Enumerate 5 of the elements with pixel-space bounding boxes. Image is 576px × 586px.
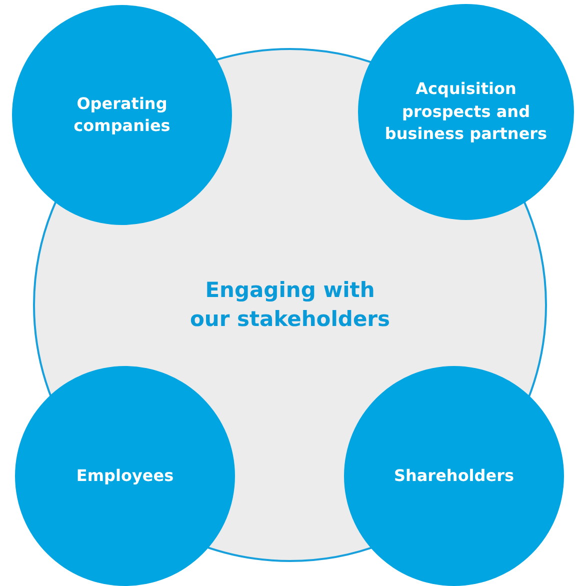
hub-title: Engaging with our stakeholders: [188, 276, 392, 333]
stakeholder-label: Operating companies: [72, 92, 172, 137]
stakeholder-label: Acquisition prospects and business partners: [384, 78, 548, 146]
stakeholder-label: Shareholders: [394, 464, 514, 487]
stakeholder-label: Employees: [76, 464, 174, 487]
